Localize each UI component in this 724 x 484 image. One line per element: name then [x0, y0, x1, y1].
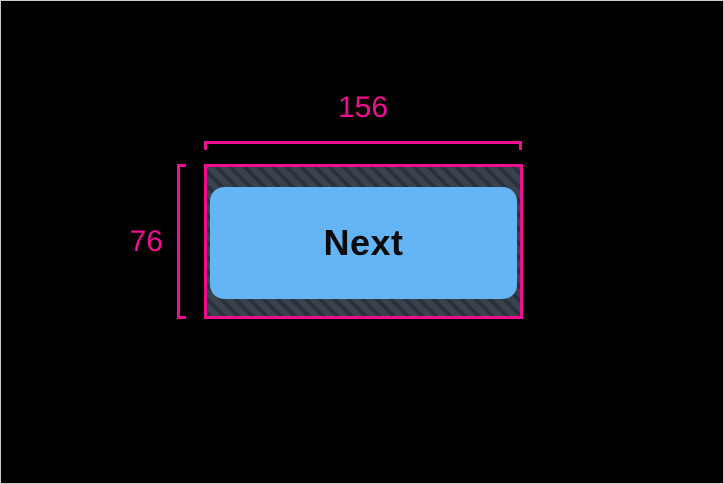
height-dimension-label: 76 [129, 224, 163, 258]
height-dimension-bracket [177, 164, 186, 319]
touch-target-area[interactable]: Next [204, 164, 523, 319]
width-dimension-bracket [204, 141, 522, 150]
next-button[interactable]: Next [210, 187, 517, 299]
next-button-label: Next [323, 222, 404, 263]
width-dimension-label: 156 [337, 91, 389, 124]
